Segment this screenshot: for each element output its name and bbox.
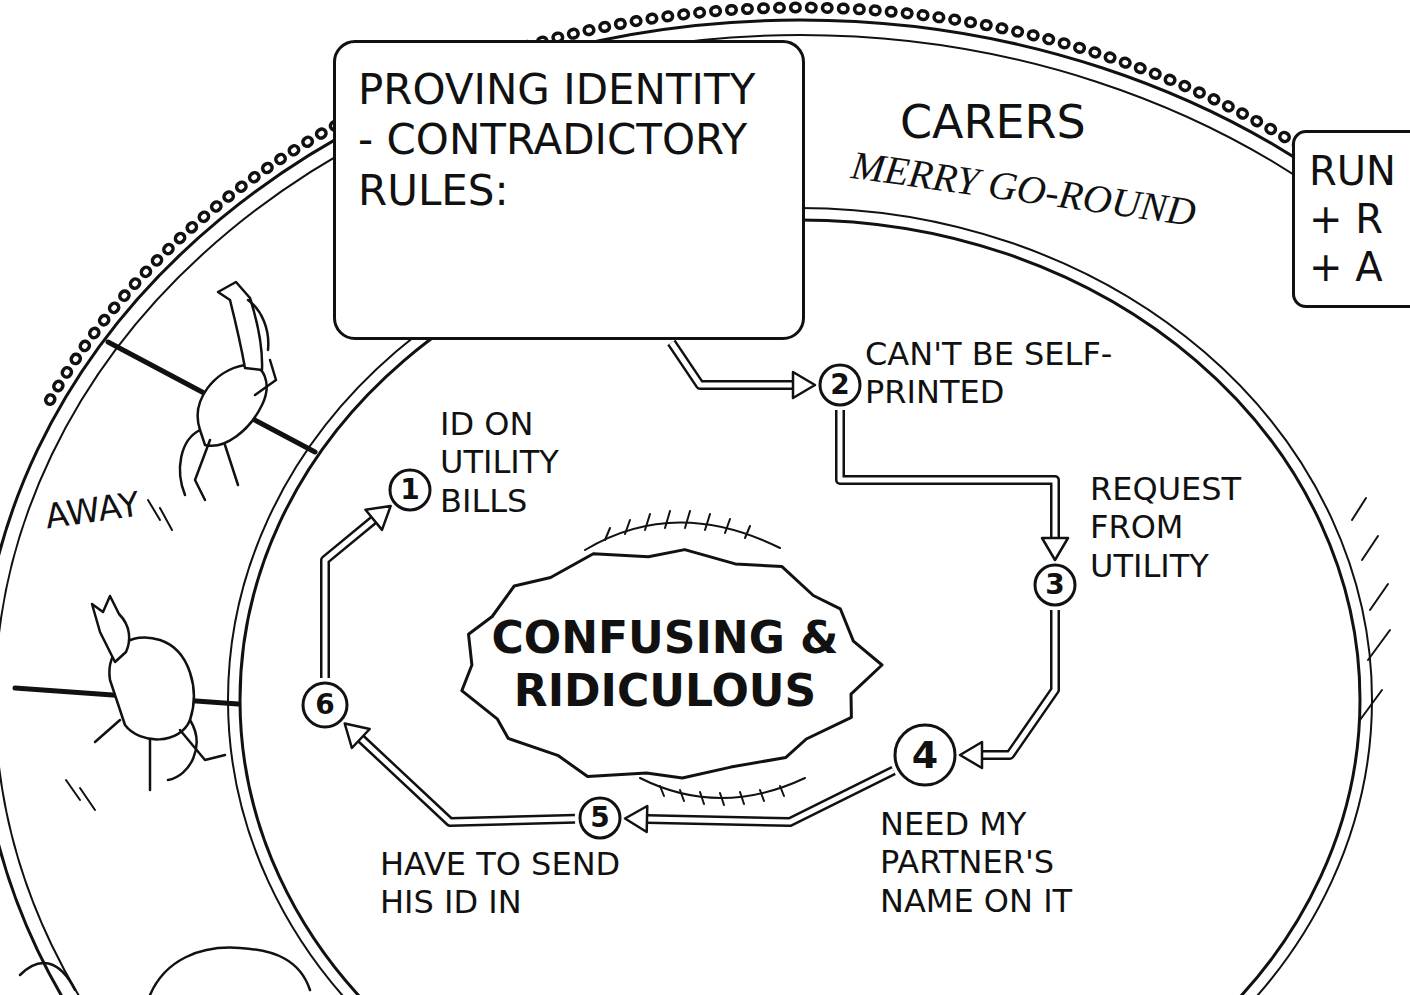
callout-number: 2 (830, 371, 849, 399)
callout-number: 5 (590, 804, 609, 832)
exclamation-cloud: CONFUSING & RIDICULOUS (445, 540, 885, 790)
arrow-heads (793, 372, 815, 398)
step-circle: 3 (1033, 563, 1077, 607)
arrow-head (960, 742, 982, 768)
arrow-shaft (325, 520, 374, 678)
canopy-beads-inner (50, 8, 1410, 400)
arrow-shaft (982, 610, 1055, 755)
title-text: PROVING IDENTITY - CONTRADICTORY RULES: (358, 65, 780, 216)
circle-outline (390, 470, 430, 510)
arrow-shaft-hollow (325, 520, 374, 678)
arrow-head (366, 506, 391, 530)
title-box: PROVING IDENTITY - CONTRADICTORY RULES: (333, 40, 805, 340)
arrow-shaft (840, 410, 1055, 538)
circle-outline (580, 798, 620, 838)
side-box: RUN + R + A (1292, 130, 1410, 308)
step-circle: 1 (388, 468, 432, 512)
arrow-shaft (671, 343, 793, 386)
circle-outline (820, 365, 860, 405)
step-text: CAN'T BE SELF-PRINTED (865, 335, 1155, 412)
flow-arrow (840, 410, 1068, 560)
cloud-text: CONFUSING & RIDICULOUS (485, 612, 845, 718)
arrow-heads (345, 724, 370, 749)
outer-rim-inner (0, 35, 1410, 995)
arrow-heads (960, 742, 982, 768)
carousel-pole (108, 342, 315, 452)
partial-figure (20, 948, 310, 995)
motion-strokes (66, 498, 1390, 810)
canopy-beads (50, 8, 1410, 400)
arrow-head (345, 724, 370, 749)
callout-number: 3 (1045, 571, 1064, 599)
arrow-shaft-hollow (671, 343, 793, 386)
arrow-head (625, 806, 647, 832)
step-text: HAVE TO SEND HIS ID IN (380, 845, 630, 922)
flow-arrow (960, 610, 1055, 768)
step-circle: 5 (578, 796, 622, 840)
side-text: RUN + R + A (1309, 147, 1409, 291)
arrow-head (1042, 538, 1068, 560)
step-text: ID ON UTILITY BILLS (440, 405, 650, 520)
outer-rim (0, 20, 1410, 995)
flow-arrow (325, 506, 391, 678)
horse-figure (180, 282, 276, 500)
callout-number: 6 (315, 691, 334, 719)
arrow-heads (625, 806, 647, 832)
step-circle: 2 (818, 363, 862, 407)
circle-outline (303, 683, 347, 727)
step-circle: 4 (893, 723, 957, 787)
flow-arrow (625, 771, 894, 832)
step-text: NEED MY PARTNER'S NAME ON IT (880, 805, 1140, 920)
flow-arrow (671, 343, 815, 399)
cat-figure (92, 596, 225, 790)
arrow-heads (1042, 538, 1068, 560)
motion-label: AWAY (43, 484, 142, 538)
arrow-shaft-hollow (840, 410, 1055, 538)
arrow-heads (366, 506, 391, 530)
arrow-head (793, 372, 815, 398)
callout-number: 4 (912, 736, 938, 774)
carousel-title: CARERS (900, 95, 1086, 150)
circle-outline (1035, 565, 1075, 605)
arrow-shaft-hollow (982, 610, 1055, 755)
step-circle: 6 (301, 681, 349, 729)
step-text: REQUEST FROM UTILITY (1090, 470, 1280, 585)
circle-outline (895, 725, 955, 785)
callout-number: 1 (400, 476, 419, 504)
carousel-title: MERRY GO-ROUND (848, 141, 1198, 237)
cloud-outline (462, 550, 882, 778)
